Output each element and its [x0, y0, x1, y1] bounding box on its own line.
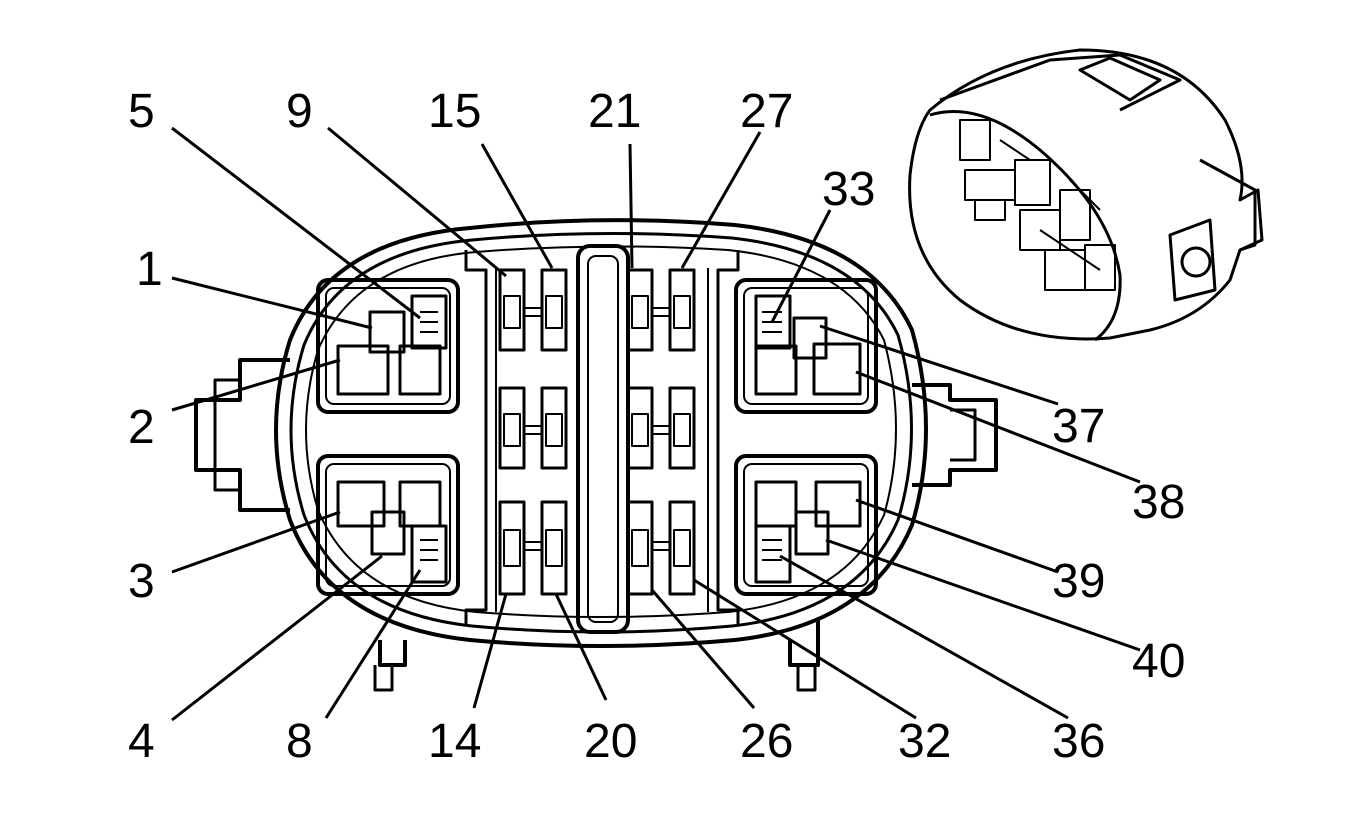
- pin-label-9: 9: [286, 85, 313, 138]
- pin-label-36: 36: [1052, 715, 1105, 768]
- leader-lines: [171, 126, 1141, 722]
- leader-8: [324, 569, 422, 719]
- pin-label-32: 32: [898, 715, 951, 768]
- pin-label-40: 40: [1132, 635, 1185, 688]
- pin-label-21: 21: [588, 85, 641, 138]
- leader-1: [171, 276, 373, 330]
- connector-face: [194, 218, 998, 692]
- leader-20: [554, 593, 608, 701]
- pin-label-39: 39: [1052, 555, 1105, 608]
- connector-perspective-icon: [908, 48, 1264, 342]
- leader-2: [171, 358, 341, 412]
- leader-32: [693, 578, 917, 720]
- pin-label-8: 8: [286, 715, 313, 768]
- pin-label-33: 33: [822, 163, 875, 216]
- leader-27: [680, 131, 762, 269]
- pin-label-5: 5: [128, 85, 155, 138]
- leader-33: [770, 209, 832, 323]
- leader-14: [472, 593, 508, 709]
- pin-label-27: 27: [740, 85, 793, 138]
- pin-label-14: 14: [428, 715, 481, 768]
- leader-5: [171, 126, 421, 320]
- pin-label-3: 3: [128, 555, 155, 608]
- leader-15: [480, 143, 554, 269]
- pin-labels: 5 9 15 21 27 33 1 2 3 4 8 14 20 26 32 36…: [128, 85, 1185, 768]
- leader-4: [171, 554, 383, 722]
- leader-36: [779, 554, 1069, 720]
- pin-label-37: 37: [1052, 400, 1105, 453]
- leader-9: [327, 126, 507, 278]
- leader-40: [825, 538, 1141, 652]
- leader-38: [855, 370, 1141, 484]
- leader-21: [628, 143, 634, 269]
- leader-37: [819, 324, 1059, 406]
- pin-label-38: 38: [1132, 476, 1185, 529]
- pin-label-4: 4: [128, 715, 155, 768]
- leader-39: [855, 498, 1059, 574]
- pin-label-15: 15: [428, 85, 481, 138]
- pin-label-2: 2: [128, 401, 155, 454]
- pin-label-1: 1: [136, 243, 163, 296]
- pin-label-20: 20: [584, 715, 637, 768]
- leader-3: [171, 510, 341, 574]
- pin-label-26: 26: [740, 715, 793, 768]
- leader-26: [650, 589, 756, 709]
